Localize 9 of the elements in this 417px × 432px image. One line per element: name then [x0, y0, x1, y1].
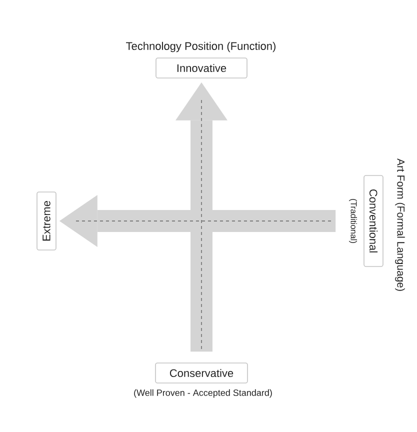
note-text: (Traditional) [349, 199, 357, 243]
block-arrow [59, 195, 336, 247]
block-arrow [176, 82, 228, 352]
axis-title: Art Form (Formal Language) [395, 158, 405, 291]
label-box: Innovative [156, 58, 248, 78]
label-box: Conventional [364, 175, 384, 267]
note-text: (Well Proven - Accepted Standard) [134, 389, 272, 398]
label-box: Conservative [155, 362, 248, 384]
label-box: Extreme [36, 192, 56, 250]
